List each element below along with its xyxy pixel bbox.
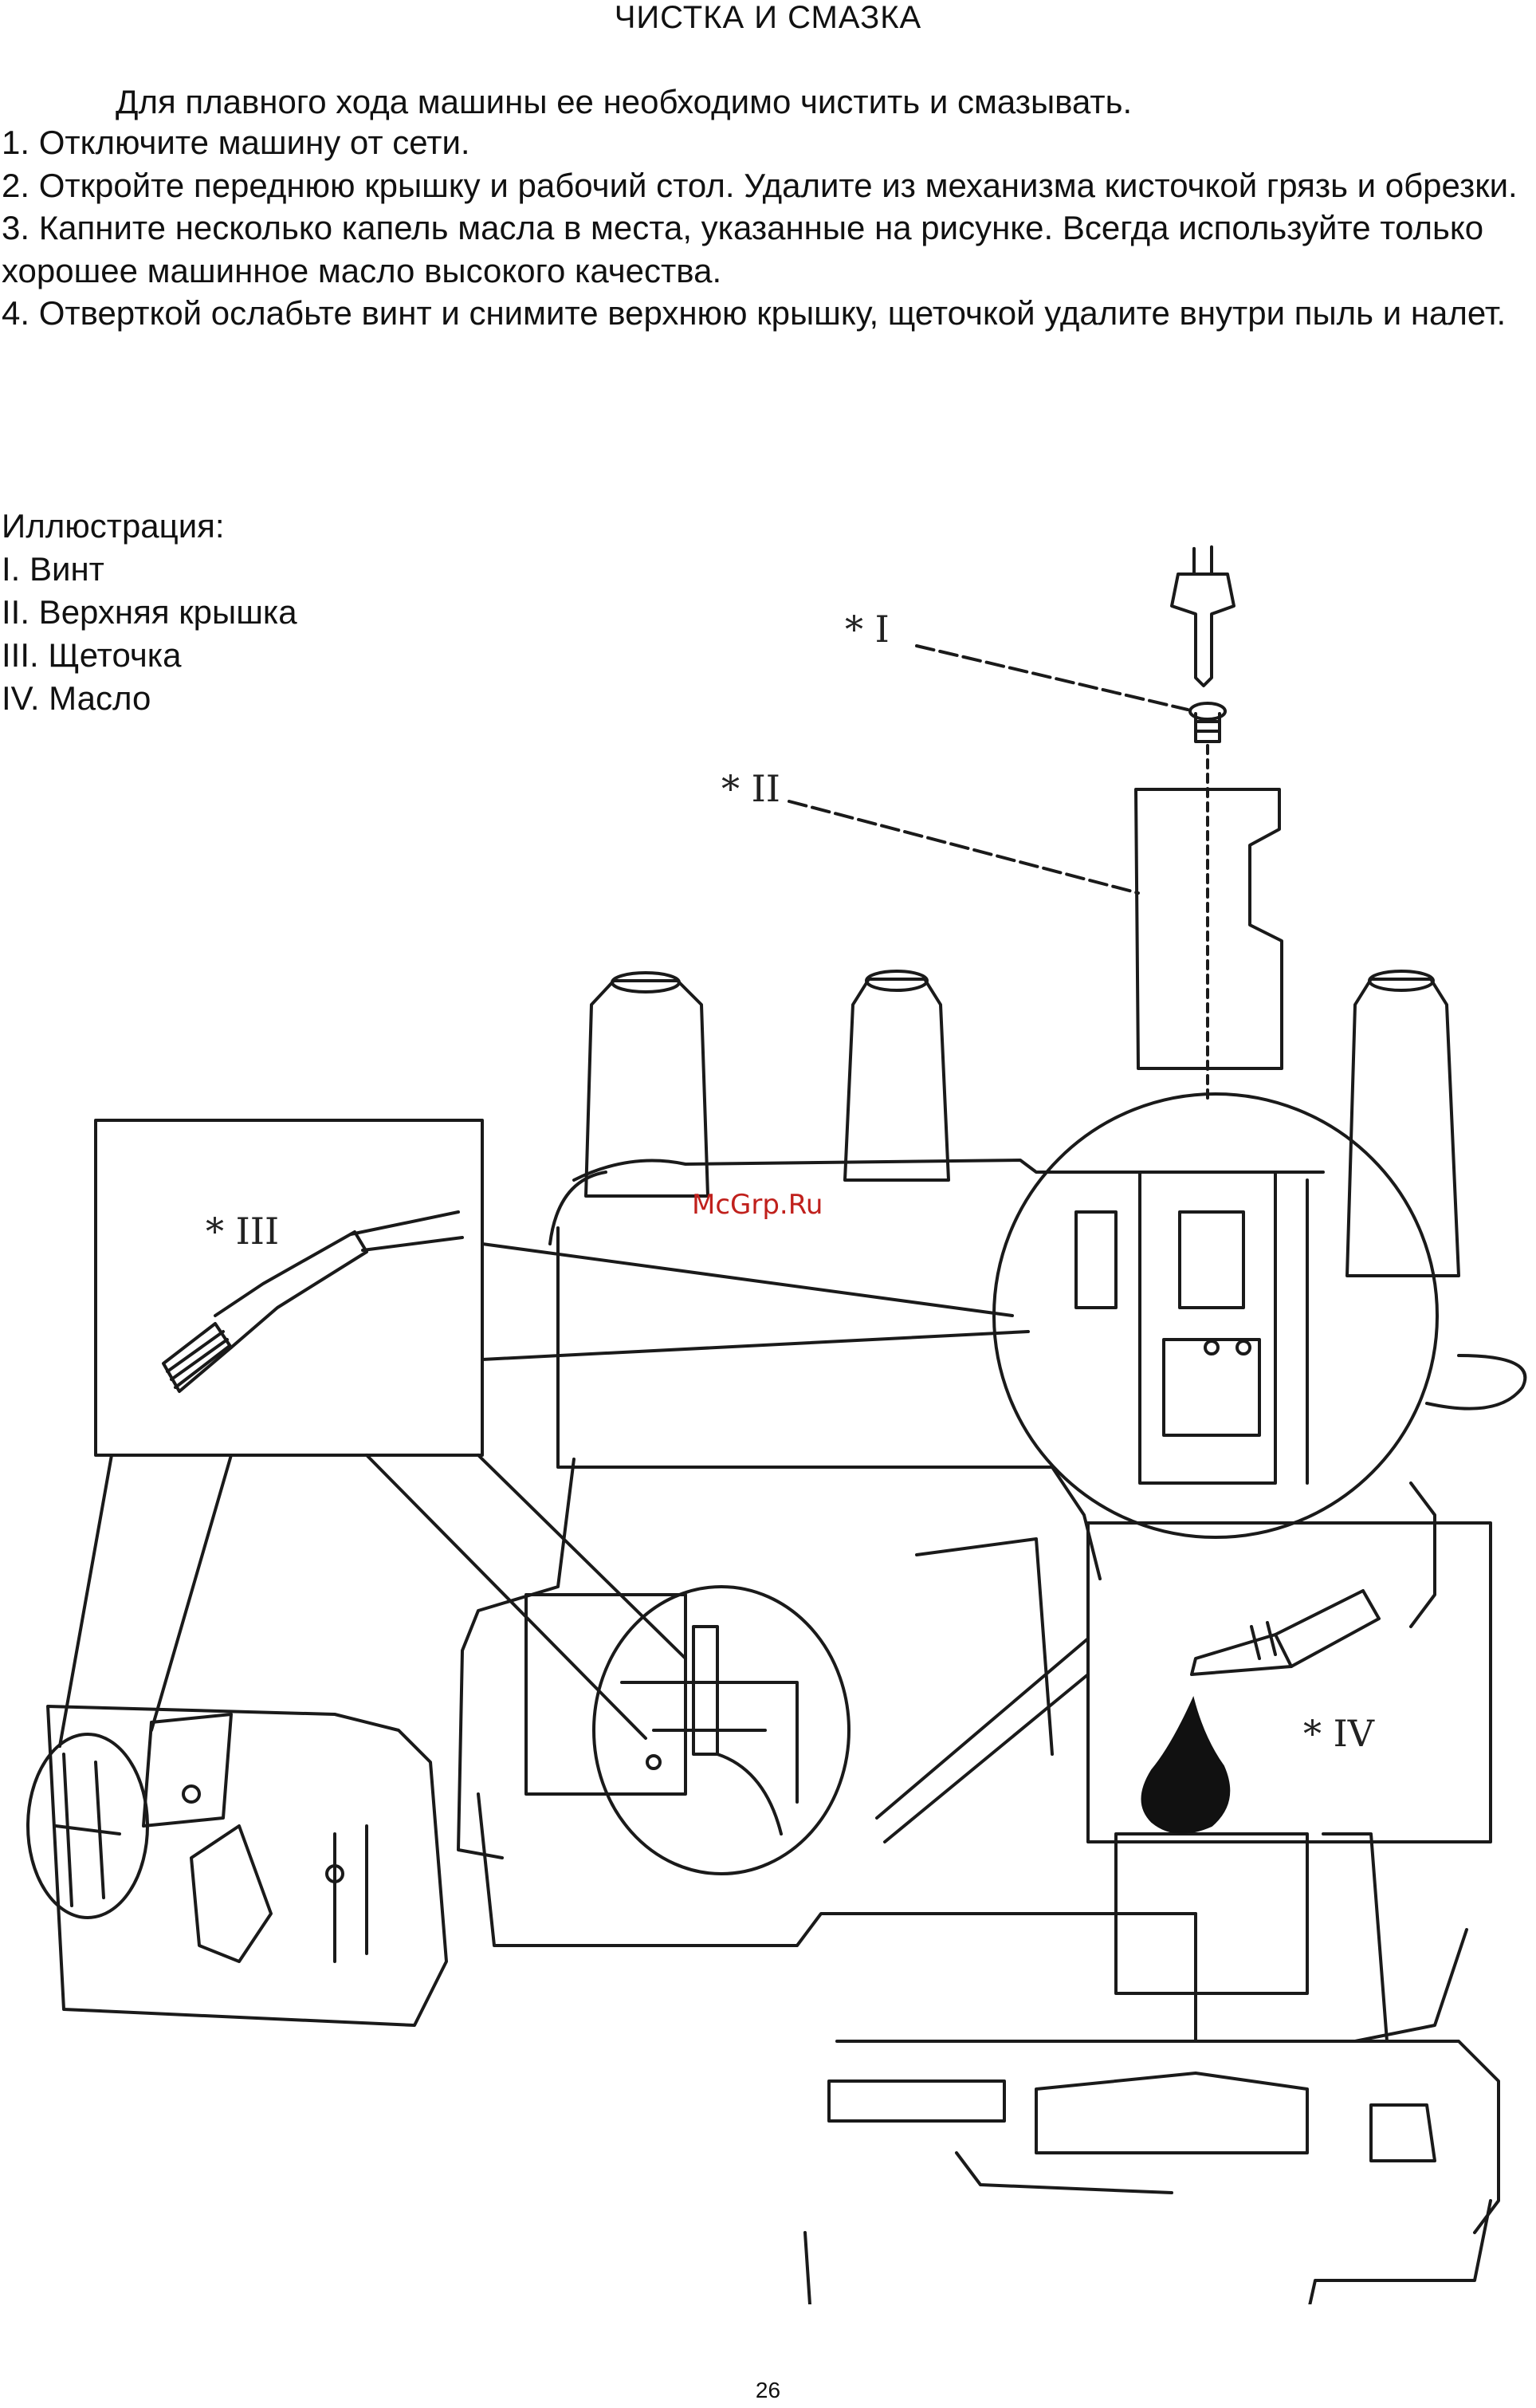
oil-drop-icon (1141, 1696, 1231, 1834)
left-detail (54, 1753, 121, 1907)
screw-icon (1188, 702, 1227, 743)
label-screw: * I (845, 608, 890, 651)
left-side-panel (46, 1705, 448, 2027)
thread-cones (584, 970, 1460, 1277)
legend-item-brush: III. Щеточка (2, 636, 182, 674)
looper-magnifier (992, 1092, 1439, 1539)
oil-inset (875, 1521, 1492, 1843)
step-1: 1. Отключите машину от сети. (2, 124, 470, 161)
overlock-machine-illustration: * I * II * III * IV McGrp.Ru (26, 545, 1527, 2304)
step-4: 4. Отверткой ослабьте винт и снимите вер… (2, 294, 1507, 332)
label-oil: * IV (1303, 1712, 1375, 1755)
page-number: 26 (755, 2378, 781, 2402)
left-magnifier (26, 1733, 149, 1919)
brush-inset (58, 1119, 1030, 1748)
label-top-cover: * II (721, 767, 780, 810)
illustration-legend: Иллюстрация: I. Винт II. Верхняя крышка … (2, 505, 297, 720)
brush-icon (162, 1210, 464, 1393)
intro-paragraph: Для плавного хода машины ее необходимо ч… (116, 83, 1133, 120)
instruction-steps: 1. Отключите машину от сети. 2. Откройте… (2, 121, 1536, 335)
top-cover-icon (1134, 788, 1283, 1070)
label-brush: * III (206, 1210, 279, 1253)
page-title: ЧИСТКА И СМАЗКА (614, 0, 922, 35)
looper-detail (1074, 1171, 1309, 1485)
step-2: 2. Откройте переднюю крышку и рабочий ст… (2, 166, 1518, 204)
legend-item-screw: I. Винт (2, 550, 104, 588)
step-3: 3. Капните несколько капель масла в мест… (2, 209, 1484, 289)
legend-heading: Иллюстрация: (2, 507, 225, 545)
machine-body (457, 1159, 1527, 2304)
legend-item-oil: IV. Масло (2, 679, 151, 717)
legend-item-top-cover: II. Верхняя крышка (2, 593, 297, 631)
needle-detail (620, 1625, 799, 1836)
needle-magnifier (592, 1585, 850, 1875)
screwdriver-icon (1170, 545, 1235, 687)
oil-can-icon (1190, 1589, 1381, 1676)
watermark-text: McGrp.Ru (692, 1189, 823, 1221)
